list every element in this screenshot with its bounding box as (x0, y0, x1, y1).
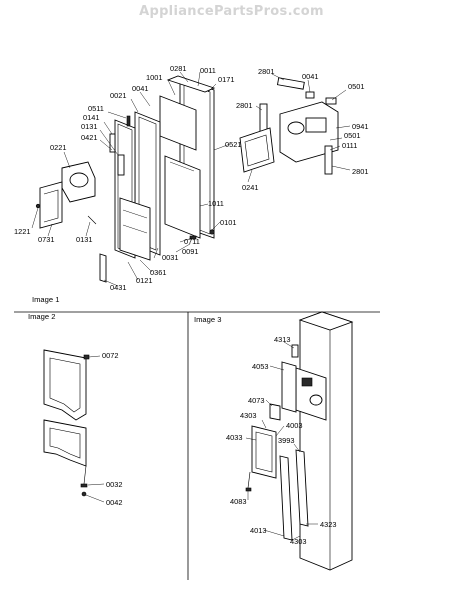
bar-2801-right (324, 145, 333, 175)
screw-4083 (245, 487, 252, 492)
label-4303-upper: 4303 (240, 411, 256, 420)
bar-2801-top (276, 77, 305, 90)
label-2801-top: 2801 (258, 67, 274, 76)
section-label-image1: Image 1 (32, 295, 59, 304)
screw-0042 (81, 491, 87, 497)
side-strip-a (126, 115, 131, 127)
hinge-pin (209, 229, 215, 235)
vertical-strip-0431 (99, 253, 107, 283)
label-0131-lower: 0131 (76, 235, 92, 244)
label-4073: 4073 (248, 396, 264, 405)
image1-part-labels: 0281 0011 1001 0171 0041 0021 0511 0141 … (14, 64, 368, 292)
image3-assembly: 4313 4053 4073 4303 4033 4003 3993 4083 … (226, 311, 354, 571)
label-0121: 0121 (136, 276, 152, 285)
label-0521: 0521 (225, 140, 241, 149)
label-0101: 0101 (220, 218, 236, 227)
part-0501 (325, 97, 337, 105)
glass-panel-lower (164, 155, 201, 239)
label-0241: 0241 (242, 183, 258, 192)
clip-0072 (83, 354, 90, 360)
trim-4053 (281, 361, 297, 413)
label-0421: 0421 (81, 133, 97, 142)
trim-frame-lower (43, 419, 87, 467)
label-4303-lower: 4303 (290, 537, 306, 546)
section-label-image3: Image 3 (194, 315, 221, 324)
label-0111: 0111 (342, 141, 357, 150)
trim-4313 (291, 344, 299, 358)
cabinet-body (299, 311, 353, 571)
label-4033: 4033 (226, 433, 242, 442)
label-0221: 0221 (50, 143, 66, 152)
label-4323: 4323 (320, 520, 336, 529)
label-0042: 0042 (106, 498, 122, 507)
image1-assembly: 0281 0011 1001 0171 0041 0021 0511 0141 … (14, 64, 368, 292)
label-0041-right: 0041 (302, 72, 318, 81)
label-0501-top: 0501 (348, 82, 364, 91)
side-strip-c (117, 154, 125, 176)
label-0091: 0091 (182, 247, 198, 256)
label-0032: 0032 (106, 480, 122, 489)
label-0031: 0031 (162, 253, 178, 262)
label-0041: 0041 (132, 84, 148, 93)
label-0361: 0361 (150, 268, 166, 277)
panel-0241 (239, 127, 275, 173)
clip-0711 (189, 235, 197, 240)
label-3993: 3993 (278, 436, 294, 445)
label-0141: 0141 (83, 113, 99, 122)
label-0941: 0941 (352, 122, 368, 131)
label-1221: 1221 (14, 227, 30, 236)
strip-4013 (279, 455, 293, 541)
label-4003: 4003 (286, 421, 302, 430)
label-0131: 0131 (81, 122, 97, 131)
label-4013: 4013 (250, 526, 266, 535)
top-trim (166, 75, 216, 93)
label-4083: 4083 (230, 497, 246, 506)
label-2801-right: 2801 (352, 167, 368, 176)
label-0072: 0072 (102, 351, 118, 360)
dispenser-frame (251, 425, 277, 479)
label-4053: 4053 (252, 362, 268, 371)
part-0041-right (305, 91, 315, 99)
label-2801-left: 2801 (236, 101, 252, 110)
strip-4323 (295, 449, 309, 527)
site-watermark: AppliancePartsPros.com (139, 4, 324, 19)
label-1001: 1001 (146, 73, 162, 82)
image2-assembly: 0072 0032 0042 (43, 349, 122, 507)
screw-0032 (80, 483, 88, 488)
side-strip-b (109, 133, 116, 153)
bracket-0731 (39, 181, 63, 229)
label-0511: 0511 (88, 104, 104, 113)
label-0281: 0281 (170, 64, 186, 73)
label-1011: 1011 (208, 199, 224, 208)
label-0171: 0171 (218, 75, 234, 84)
label-0711: 0711 (184, 237, 200, 246)
label-0021: 0021 (110, 91, 126, 100)
label-0431: 0431 (110, 283, 126, 292)
label-0011: 0011 (200, 66, 216, 75)
trim-4073 (269, 403, 281, 421)
section-label-image2: Image 2 (28, 312, 55, 321)
label-4313: 4313 (274, 335, 290, 344)
label-0501: 0501 (344, 131, 360, 140)
label-0731: 0731 (38, 235, 54, 244)
